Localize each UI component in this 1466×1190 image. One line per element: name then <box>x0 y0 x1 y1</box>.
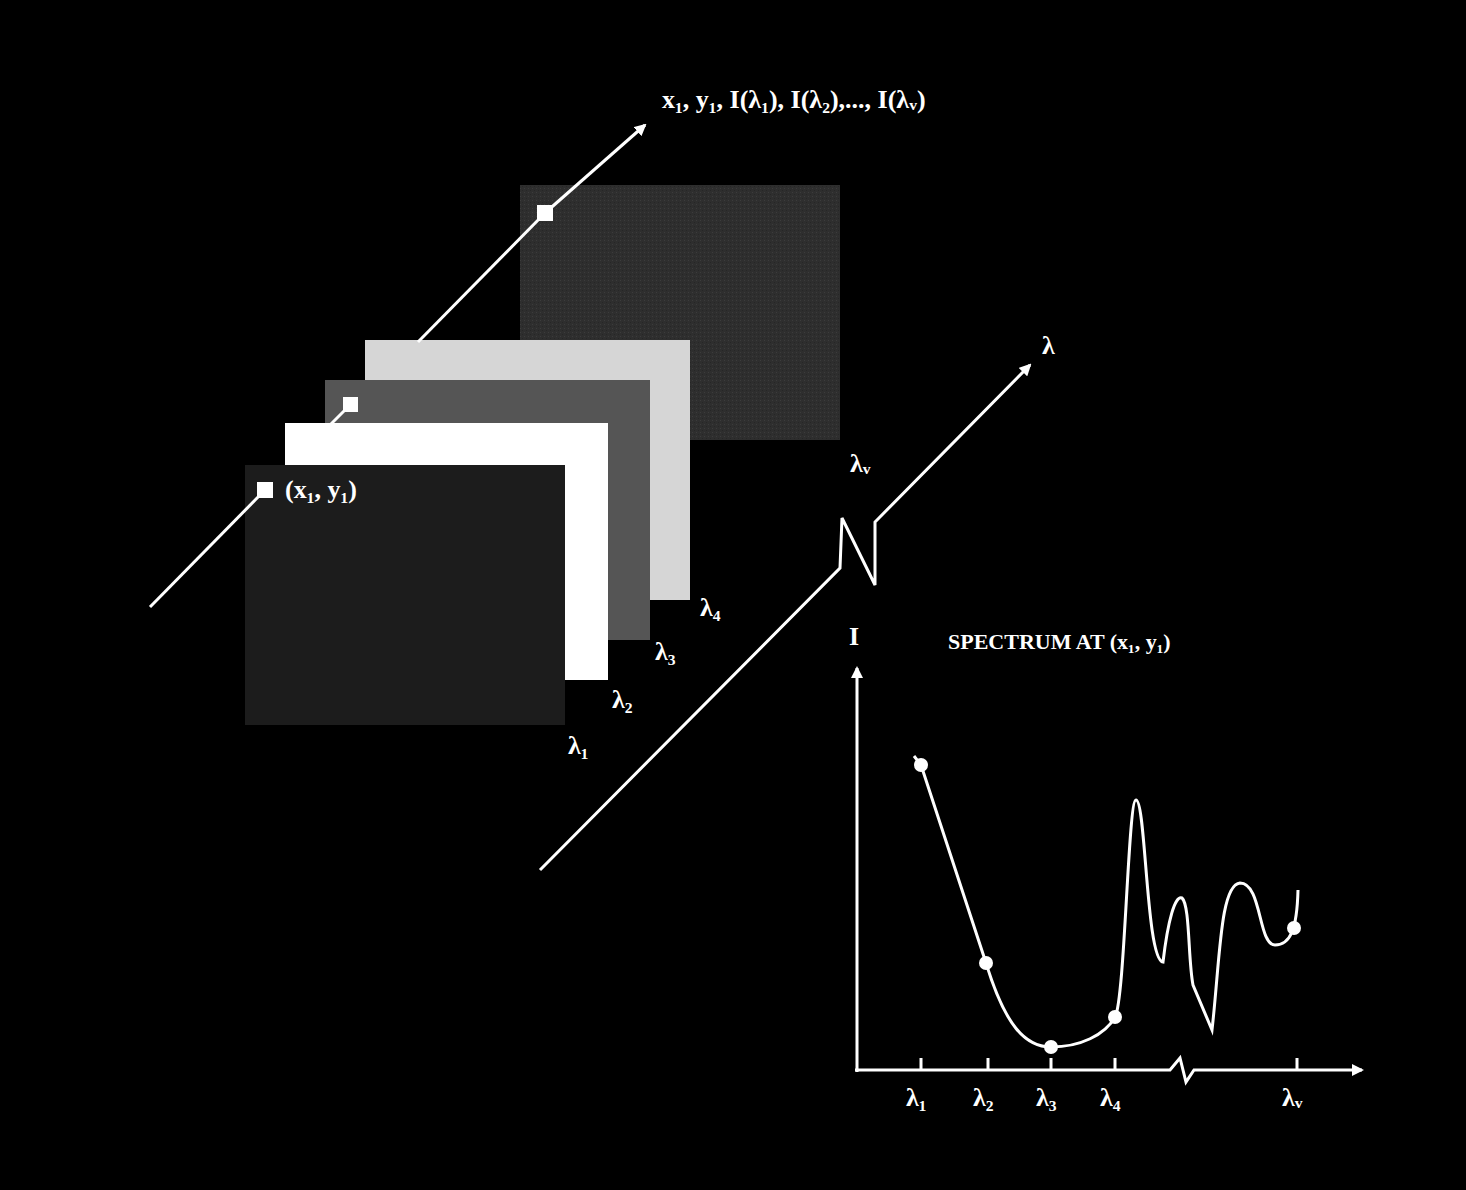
axis-ticks <box>921 1058 1297 1070</box>
tick-label: λ₁ <box>906 1084 927 1113</box>
pixel-marker <box>343 397 358 412</box>
pixel-arrow <box>545 125 645 213</box>
y-axis <box>856 668 859 1072</box>
pixel-vector-label: x₁, y₁, I(λ₁), I(λ₂),..., I(λᵥ) <box>662 86 926 115</box>
pixel-marker <box>257 482 273 498</box>
chart-title: SPECTRUM AT (x₁, y₁) <box>948 630 1171 654</box>
band-label: λ₄ <box>700 594 721 623</box>
tick-label: λ₃ <box>1036 1084 1057 1113</box>
sample-dots <box>914 758 1301 1054</box>
pixel-label: (x₁, y₁) <box>285 476 357 505</box>
tick-label: λ₄ <box>1100 1084 1121 1113</box>
band-label: λ₃ <box>655 638 676 667</box>
wavelength-axis <box>540 365 1030 870</box>
tick-label: λ₂ <box>973 1084 994 1113</box>
axis-label: I <box>849 623 859 652</box>
spectrum-curve <box>914 756 1298 1047</box>
pixel-line <box>150 490 265 607</box>
pixel-marker <box>537 205 553 221</box>
pixel-line <box>418 213 545 342</box>
band-plane <box>245 465 565 725</box>
band-label: λ₂ <box>612 686 633 715</box>
band-label: λᵥ <box>850 450 871 479</box>
axis-label: λ <box>1042 332 1055 361</box>
band-label: λ₁ <box>568 732 589 761</box>
x-axis <box>855 1058 1362 1082</box>
tick-label: λᵥ <box>1282 1084 1303 1113</box>
